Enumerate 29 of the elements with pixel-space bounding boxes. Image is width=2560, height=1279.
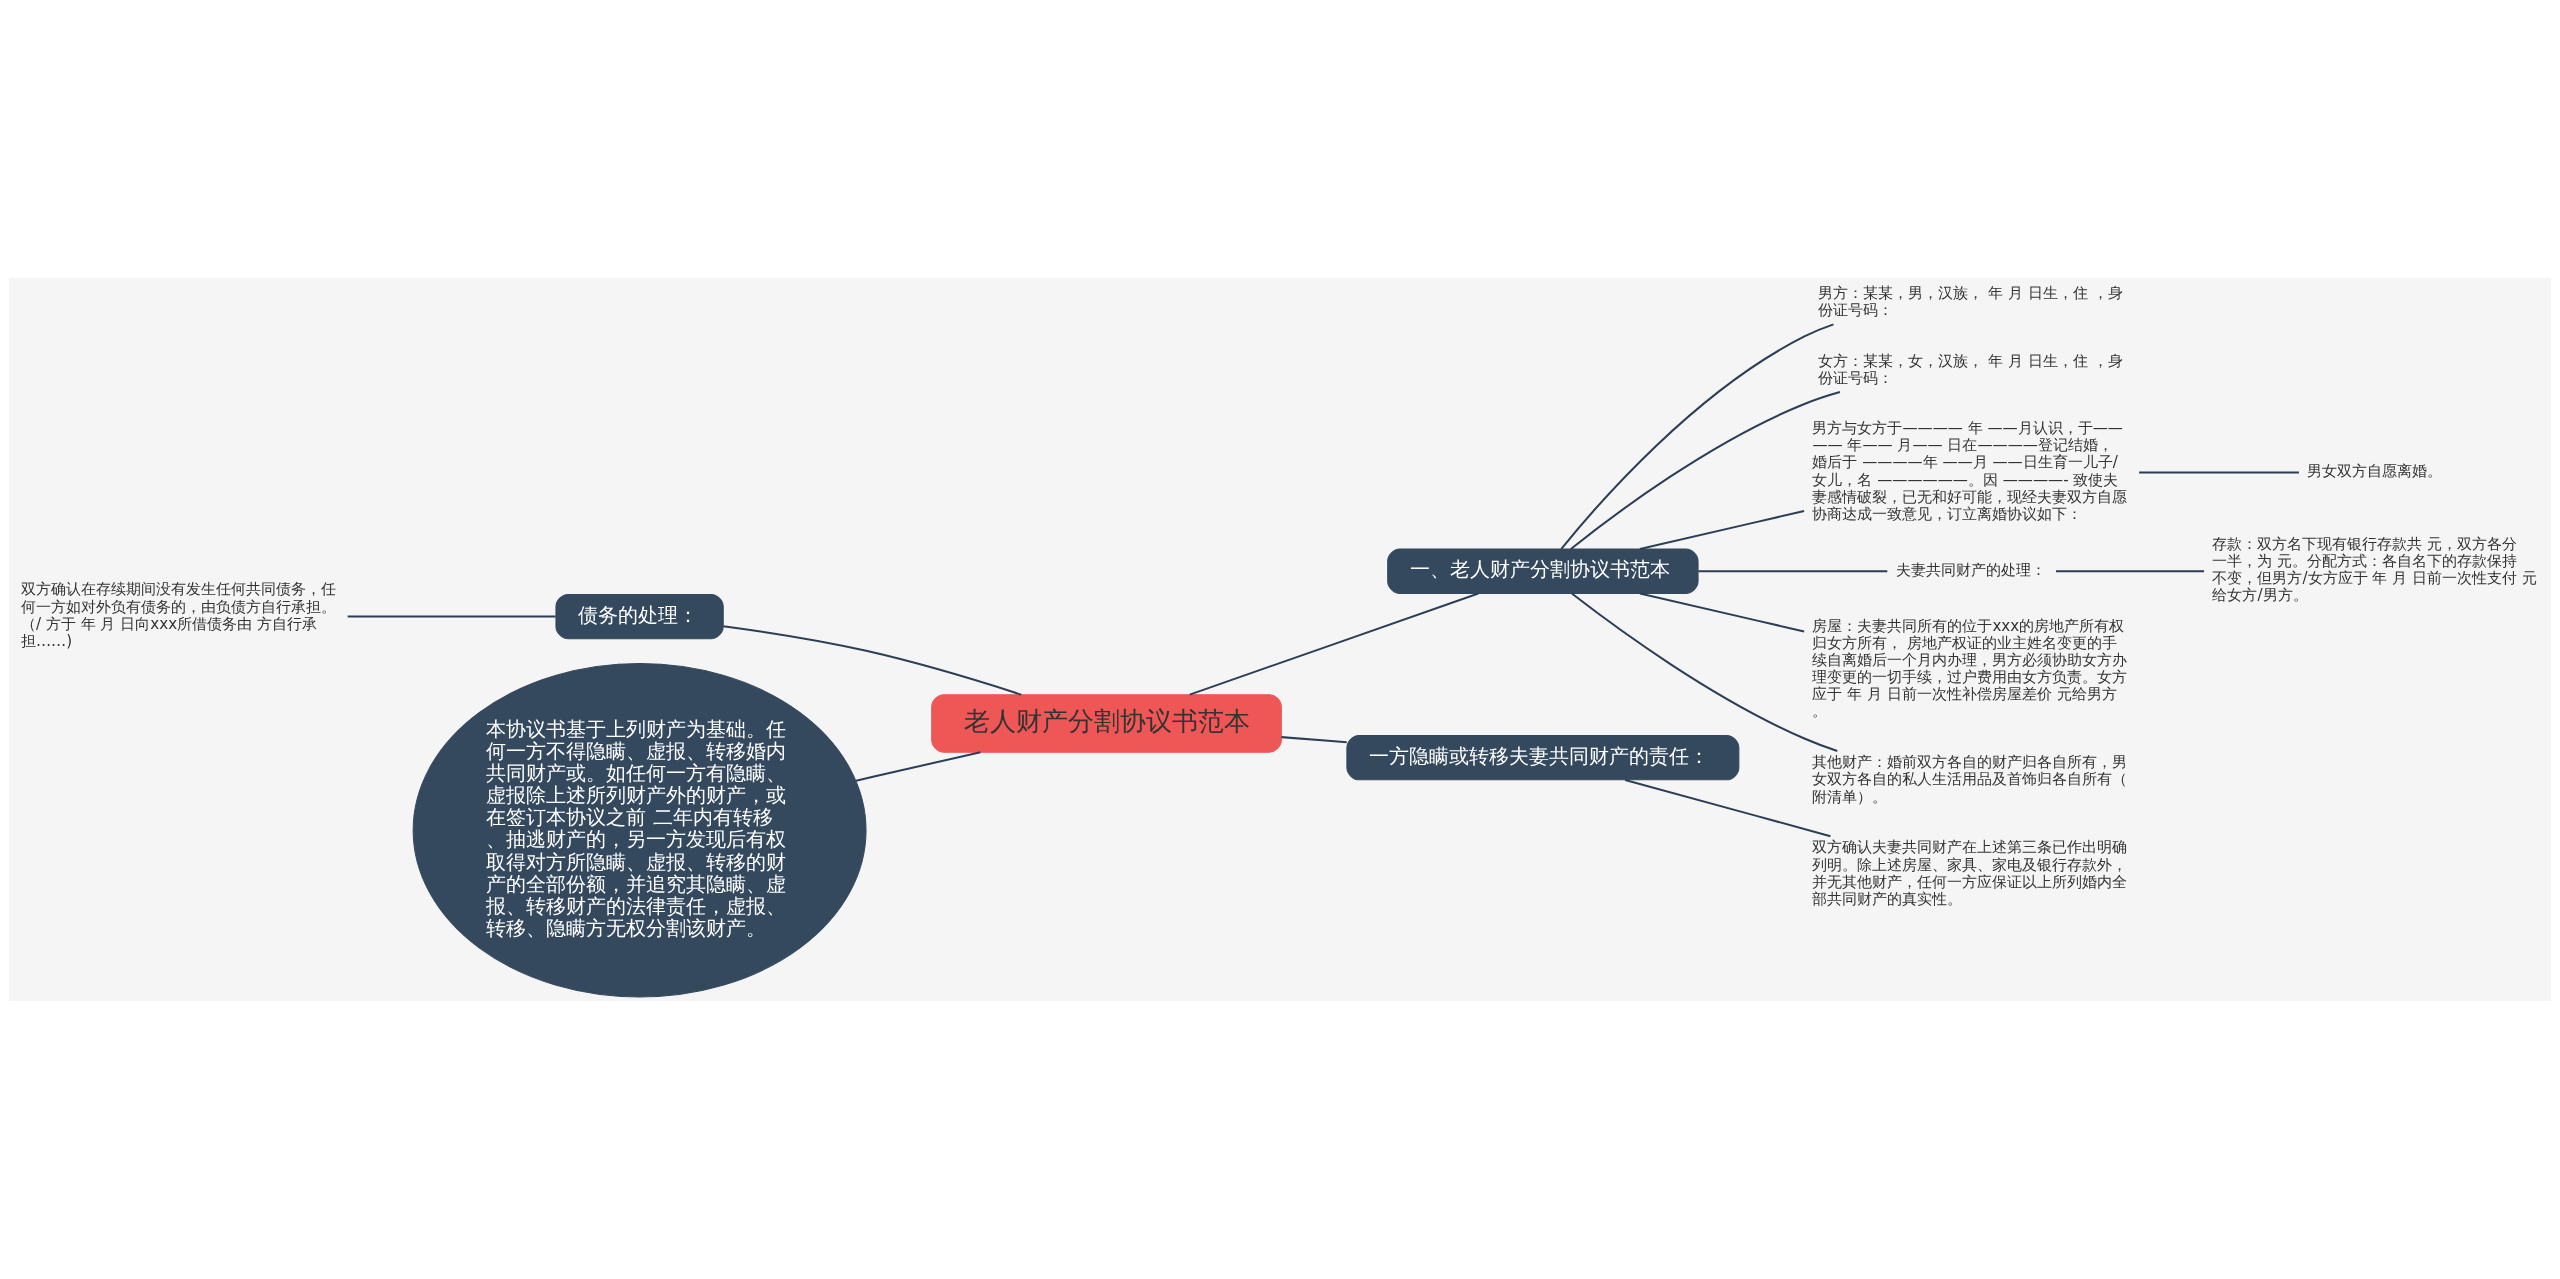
node-text: 女方：某某，女，汉族， 年 月 日生，住 ，身份证号码： xyxy=(1818,351,2123,387)
node-text: 双方确认夫妻共同财产在上述第三条已作出明确列明。除上述房屋、家具、家电及银行存款外，并无其他财产，任何一方应保证以上所列婚内全部共同财产的真实性。 xyxy=(1812,838,2128,908)
node-text: 其他财产：婚前双方各自的财产归各自所有，男女双方各自的私人生活用品及首饰归各自所有（附清单）。 xyxy=(1812,753,2128,806)
node-text: 男方与女方于———— 年 ——月认识，于———— 年—— 月—— 日在————登记结婚，婚后于 ————年 ——月 ——日生育一儿子/女儿，名 ——————。因 ————- 致使夫妻感情破裂，已无和好可能，现经夫妻双方自愿协商达成一致意见，订立离婚协议如下： xyxy=(1812,419,2128,523)
node-box: 债务的处理： xyxy=(555,593,724,640)
node-box: 一、老人财产分割协议书范本 xyxy=(1387,548,1699,594)
connector xyxy=(2056,570,2205,573)
connector xyxy=(1624,778,1831,838)
connector xyxy=(2139,471,2299,474)
connector xyxy=(855,751,981,782)
node-text: 男方：某某，男，汉族， 年 月 日生，住 ，身份证号码： xyxy=(1818,284,2123,320)
node-text: 夫妻共同财产的处理： xyxy=(1895,560,2046,579)
node-text: 双方确认在存续期间没有发生任何共同债务，任何一方如对外负有债务的，由负债方自行承担。（/ 方于 年 月 日向xxx所借债务由 方自行承担……) xyxy=(20,580,336,650)
connector xyxy=(1189,592,1479,696)
connector xyxy=(723,625,1022,696)
connector xyxy=(347,615,556,618)
node-box: 老人财产分割协议书范本 xyxy=(931,694,1282,753)
node-box: 一方隐瞒或转移夫妻共同财产的责任： xyxy=(1346,735,1740,781)
connector xyxy=(1570,391,1841,550)
connector xyxy=(1698,570,1888,573)
connector xyxy=(1281,736,1347,744)
node-text: 房屋：夫妻共同所有的位于xxx的房地产所有权归女方所有， 房地产权证的业主姓名变更的手续自离婚后一个月内办理，男方必须协助女方办理变更的一切手续，过户费用由女方负责。女方应于 年 月 日前一次性补偿房屋差价 元给男方。 xyxy=(1812,616,2128,721)
node-text: 男女双方自愿离婚。 xyxy=(2307,462,2443,481)
node-ellipse: 本协议书基于上列财产为基础。任何一方不得隐瞒、虚报、转移婚内共同财产或。如任何一方有隐瞒、虚报除上述所列财产外的财产，或在签订本协议之前 二年内有转移、抽逃财产的，另一方发现后有权取得对方所隐瞒、虚报、转移的财产的全部份额，并追究其隐瞒、虚报、转移财产的法律责任，虚报、转移、隐瞒方无权分割该财产。 xyxy=(412,663,867,998)
connector xyxy=(1571,592,1838,752)
node-text: 存款：双方名下现有银行存款共 元，双方各分一半，为 元。分配方式：各自名下的存款保持不变，但男方/女方应于 年 月 日前一次性支付 元给女方/男方。 xyxy=(2212,535,2537,605)
connector xyxy=(1639,592,1805,633)
connector xyxy=(1639,510,1805,550)
connector xyxy=(1560,323,1834,550)
